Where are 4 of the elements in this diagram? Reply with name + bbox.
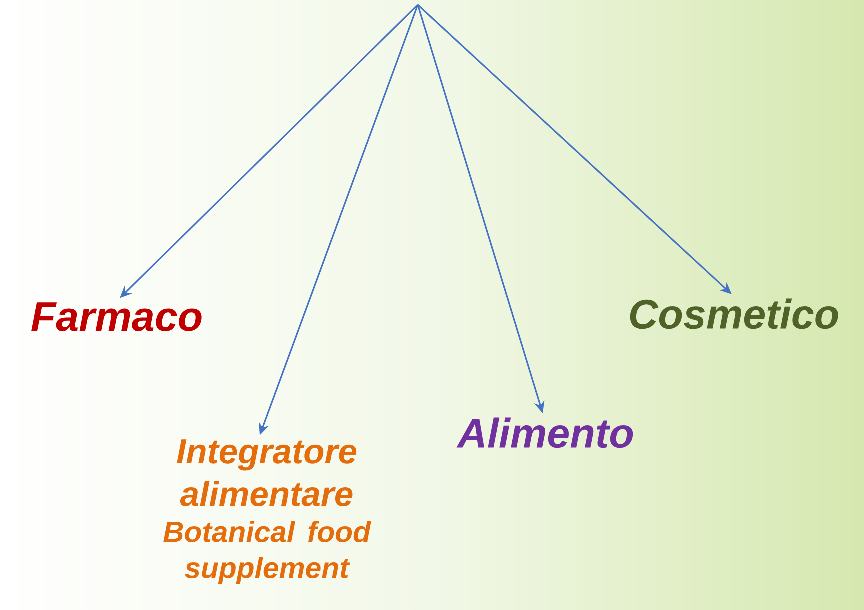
category-label: Cosmetico	[630, 298, 838, 330]
category-label: Integratore alimentare Botanical food supplement	[164, 440, 372, 584]
category-label: Farmaco	[32, 302, 202, 332]
category-label: Alimento	[456, 418, 634, 448]
